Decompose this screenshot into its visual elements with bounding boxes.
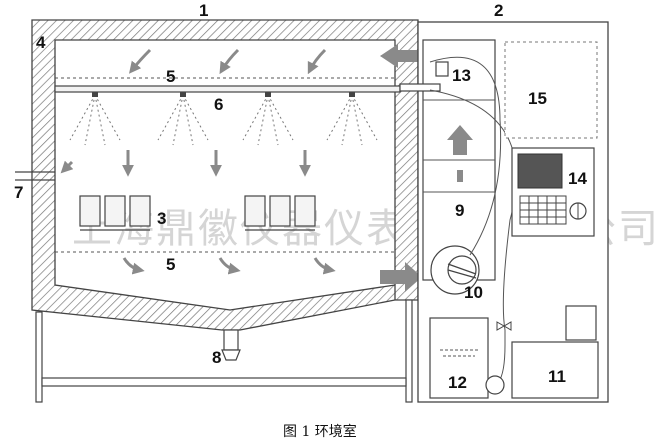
label-6: 6 [214, 95, 223, 114]
label-8: 8 [212, 348, 221, 367]
heater-element [399, 83, 441, 92]
support-frame [35, 299, 413, 403]
compartment-box [504, 41, 598, 139]
airflow-arrows [60, 48, 336, 275]
label-12: 12 [448, 373, 467, 392]
control-unit [399, 21, 609, 403]
duct-up-arrow [447, 125, 473, 155]
water-tank [429, 317, 489, 399]
drain-pipe [223, 329, 239, 351]
label-10: 10 [464, 283, 483, 302]
label-5-upper: 5 [166, 67, 175, 86]
spray-pipe [54, 85, 401, 93]
label-7: 7 [14, 183, 23, 202]
fan [430, 245, 480, 295]
label-14: 14 [568, 169, 587, 188]
figure-caption: 图 1 环境室 [283, 423, 357, 440]
test-chamber [15, 19, 419, 403]
label-2: 2 [494, 1, 503, 20]
label-4: 4 [36, 33, 46, 52]
nozzle-heads [92, 92, 355, 97]
duct-baffles [423, 99, 495, 193]
label-15: 15 [528, 89, 547, 108]
specimens [79, 195, 316, 231]
spray-nozzles [69, 94, 378, 146]
duct-dash-arrow [457, 170, 463, 182]
display-screen [517, 153, 563, 189]
drain-valve [221, 349, 241, 361]
pump [485, 375, 505, 395]
callout-labels: 1 2 4 5 6 13 15 14 7 3 9 5 10 8 12 11 [14, 1, 587, 392]
label-5-lower: 5 [166, 255, 175, 274]
reservoir-tank [511, 341, 599, 399]
label-1: 1 [199, 1, 208, 20]
duct-arrows [380, 44, 422, 292]
keypad [519, 195, 567, 225]
small-box [565, 305, 597, 341]
water-level [440, 349, 478, 357]
label-9: 9 [455, 201, 464, 220]
label-3: 3 [157, 209, 166, 228]
label-13: 13 [452, 66, 471, 85]
label-11: 11 [548, 367, 566, 386]
heater-box [435, 61, 449, 77]
valve [496, 321, 512, 331]
circulation-line [429, 56, 517, 386]
